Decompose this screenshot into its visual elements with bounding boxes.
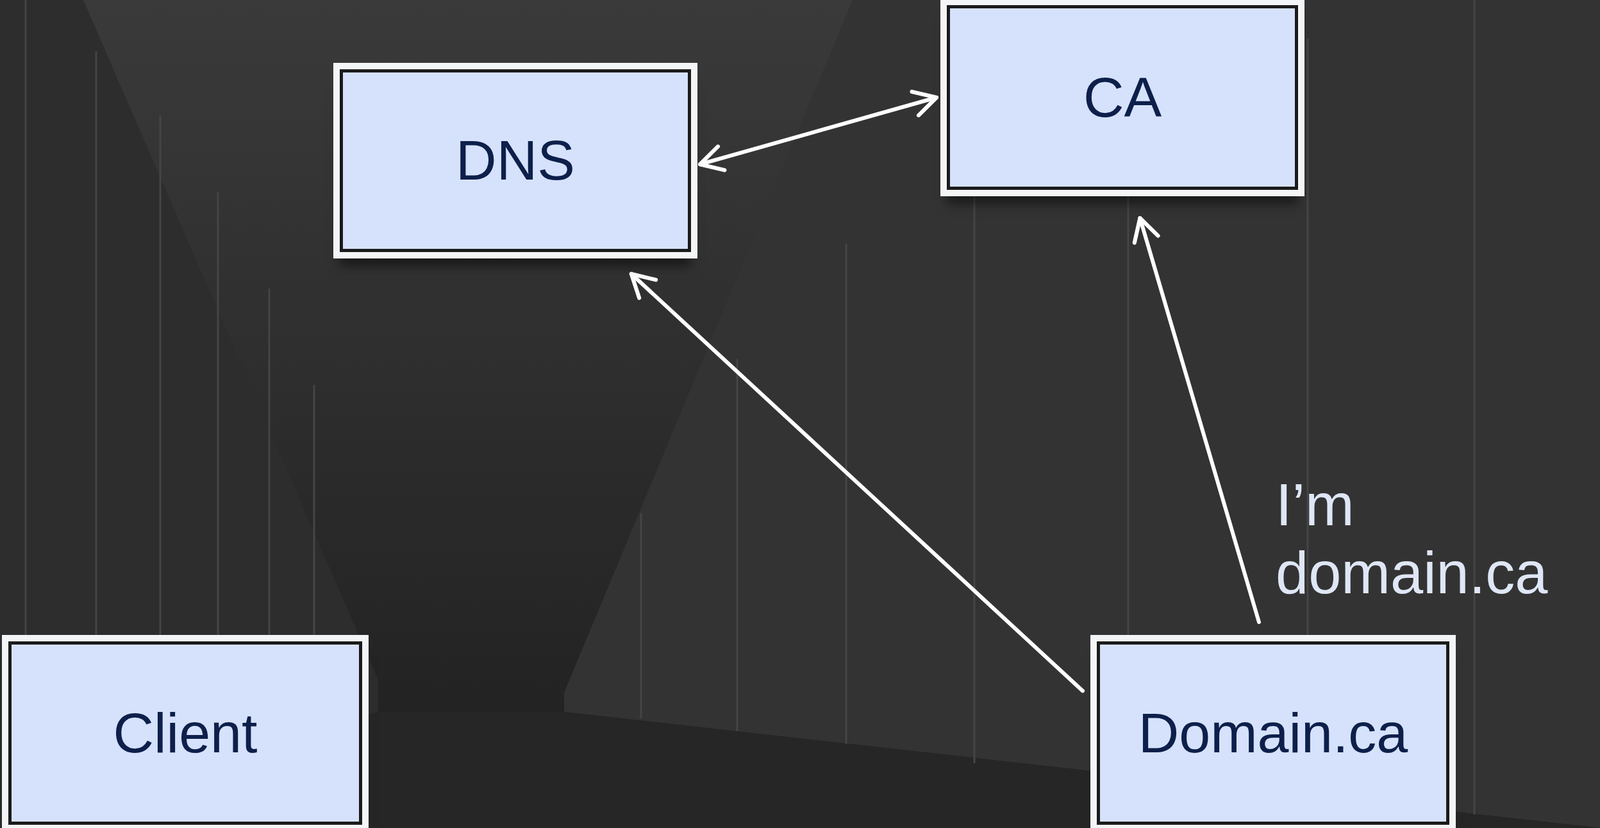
edge-label: I’m domain.ca (1275, 471, 1565, 608)
arrow-connector (700, 97, 937, 165)
process-box: CA (946, 5, 1299, 190)
left-rack-row (0, 0, 379, 828)
arrow-connector (631, 273, 1083, 691)
box-label: DNS (455, 129, 575, 192)
rack-line (736, 358, 739, 731)
process-box: Client (8, 641, 363, 825)
arrow-connector (1139, 217, 1259, 622)
box-label: Domain.ca (1138, 701, 1409, 765)
process-box: DNS (339, 69, 692, 252)
rack-line (845, 243, 848, 744)
rack-line (1473, 0, 1476, 815)
box-label: Client (113, 701, 258, 765)
rack-line (640, 512, 643, 718)
process-box: Domain.ca (1096, 641, 1450, 825)
box-label: CA (1083, 66, 1162, 129)
right-rack-row (564, 0, 1600, 828)
rack-line (973, 160, 976, 763)
